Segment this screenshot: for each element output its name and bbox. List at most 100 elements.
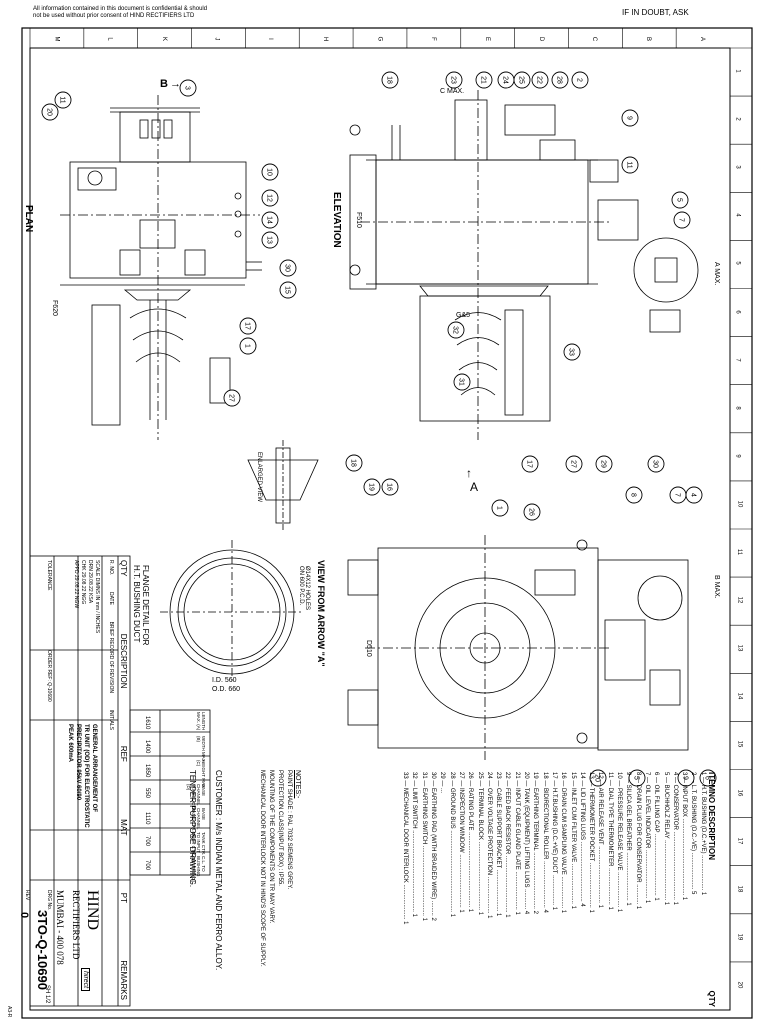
scale-block: SCALE DIMNS IN mm / INCHES DRN 29.08.22 … [73, 560, 100, 634]
border-letter: E [483, 36, 490, 42]
svg-text:14: 14 [266, 216, 273, 224]
border-letter: A [699, 36, 706, 42]
item-balloon: 7 [669, 486, 687, 504]
item-balloon: 17 [239, 317, 257, 335]
elevation-label: ELEVATION [331, 192, 342, 248]
item-balloon: 2 [571, 71, 589, 89]
note-line: MOUNTING OF THE COMPONENTS ON TR MAY VAR… [268, 770, 274, 924]
item-list-title: ITEMNO DESCRIPTION [707, 772, 716, 861]
flange-od: O.D. 660 [212, 686, 241, 693]
note-line: MECHANICAL DOOR INTERLOCK NOT IN HIND'S … [259, 770, 265, 967]
svg-text:9: 9 [626, 116, 633, 120]
border-number: 4 [734, 213, 741, 218]
arrow-b-icon: → [170, 78, 181, 90]
dim-a-max: A MAX. [713, 262, 720, 286]
enlarged-view-label: ENLARGED VIEW [256, 452, 262, 503]
dwg-no: 3TO-Q-10690 [35, 910, 50, 990]
item-row: 5 — BUCHHOLZ RELAY .....................… [662, 772, 669, 906]
border-number: 2 [734, 117, 741, 121]
border-number: 6 [734, 309, 741, 314]
item-balloon: 14 [261, 211, 279, 229]
description-header: DESCRIPTION [119, 633, 128, 689]
svg-text:22: 22 [536, 76, 543, 84]
arrow-view-label: VIEW FROM ARROW "A" [316, 560, 326, 667]
item-balloon: 20 [589, 769, 607, 787]
dim-table-value: 1850 [144, 764, 150, 778]
svg-text:1: 1 [496, 506, 503, 510]
dim-table-value: 1610 [144, 716, 150, 730]
border-number: 18 [736, 885, 743, 893]
item-row: 11 — DIAL TYPE THERMOMETER .............… [606, 772, 613, 910]
item-row: 10 — PRESSURE RELEASE VALVE ............… [616, 772, 623, 913]
border-number: 1 [734, 69, 741, 73]
item-row: 29 — ... [439, 772, 446, 794]
item-balloon: 7 [673, 211, 691, 229]
ref-header: REF [119, 745, 128, 762]
item-list-qty-header: QTY [707, 990, 716, 1007]
enlarged-view [247, 440, 319, 530]
dim-table-value: 700 [144, 836, 150, 847]
item-row: 20 — TANK (EQUIPMENT) LIFTING LUGS .....… [523, 772, 530, 915]
svg-text:8: 8 [630, 493, 637, 497]
svg-text:30: 30 [284, 264, 291, 272]
border-letter: M [53, 36, 60, 42]
arrow-a-view [347, 535, 689, 760]
svg-text:12: 12 [266, 194, 273, 202]
item-balloon: 4 [685, 486, 703, 504]
border-letter: H [322, 36, 329, 42]
item-balloon: 30 [647, 455, 665, 473]
item-balloon: 31 [453, 373, 471, 391]
title-block-header: QTY DESCRIPTION REF MAT PT REMARKS [119, 560, 128, 1000]
svg-text:20: 20 [46, 108, 53, 116]
arrow-a-icon: ↑ [466, 466, 472, 480]
svg-text:7: 7 [678, 218, 685, 222]
border-letter: J [213, 37, 220, 41]
dim-table-value: 550 [144, 788, 150, 799]
border-number: 17 [736, 837, 743, 844]
svg-text:23: 23 [450, 76, 457, 84]
svg-text:27: 27 [228, 394, 235, 402]
note-line: PAINT SHADE : RAL 7032 SIEMENS GREY. [286, 770, 292, 890]
item-row: 7 — OIL LEVEL INDICATOR ................… [643, 772, 650, 904]
border-number: 9 [734, 454, 741, 458]
item-row: 17 — H.T.BUSHING (D.C.+VE) DUCT ........… [550, 772, 557, 911]
border-letter: I [267, 38, 274, 40]
dim-table-header: C.L. TO BUSHING CENTRE (G) [191, 856, 206, 883]
dim-table-value: 1400 [144, 740, 150, 754]
confidential-note: All information contained in this docume… [33, 6, 208, 19]
svg-text:33: 33 [568, 348, 575, 356]
item-balloon: 10 [261, 163, 279, 181]
item-balloon: 24 [497, 71, 515, 89]
border-number: 14 [736, 693, 743, 700]
item-row: 19 — EARTHING TERMINAL .................… [532, 772, 539, 914]
svg-text:27: 27 [570, 460, 577, 468]
item-balloon: 27 [223, 389, 241, 407]
svg-text:26: 26 [528, 508, 535, 516]
item-row: 18 — BIDIRECTIONAL ROLLER ..............… [541, 772, 548, 913]
svg-text:21: 21 [480, 76, 487, 84]
border-letter: C [591, 36, 598, 42]
tolerance-label: TOLERANCE [46, 560, 52, 591]
svg-text:31: 31 [458, 378, 465, 386]
item-row: 15 — INLET CUM FILTER VALVE ............… [569, 772, 576, 909]
border-letter: F [429, 37, 436, 41]
item-balloon: 21 [475, 71, 493, 89]
border-number: 12 [736, 596, 743, 604]
item-balloon: 9 [677, 769, 695, 787]
item-row: 12 — AIR RELEASE VENT ..................… [597, 772, 604, 908]
item-balloon: 8 [625, 486, 643, 504]
border-letter: B [645, 36, 652, 42]
plan-label: PLAN [23, 205, 34, 233]
item-balloon: 32 [447, 321, 465, 339]
svg-text:1: 1 [244, 344, 251, 348]
mat-header: MAT [119, 819, 128, 836]
item-balloon: 19 [363, 478, 381, 496]
border-letter: G [376, 36, 383, 42]
item-balloon: 3 [179, 79, 197, 97]
item-row: 9 — SILICA GEL BREATHER ................… [625, 772, 632, 906]
item-balloon: 11 [621, 156, 639, 174]
doubt-note: IF IN DOUBT, ASK [622, 8, 689, 17]
flange-detail [160, 540, 304, 684]
item-row: 26 — RATING PLATE ......................… [467, 772, 474, 913]
item-balloon: 17 [521, 455, 539, 473]
